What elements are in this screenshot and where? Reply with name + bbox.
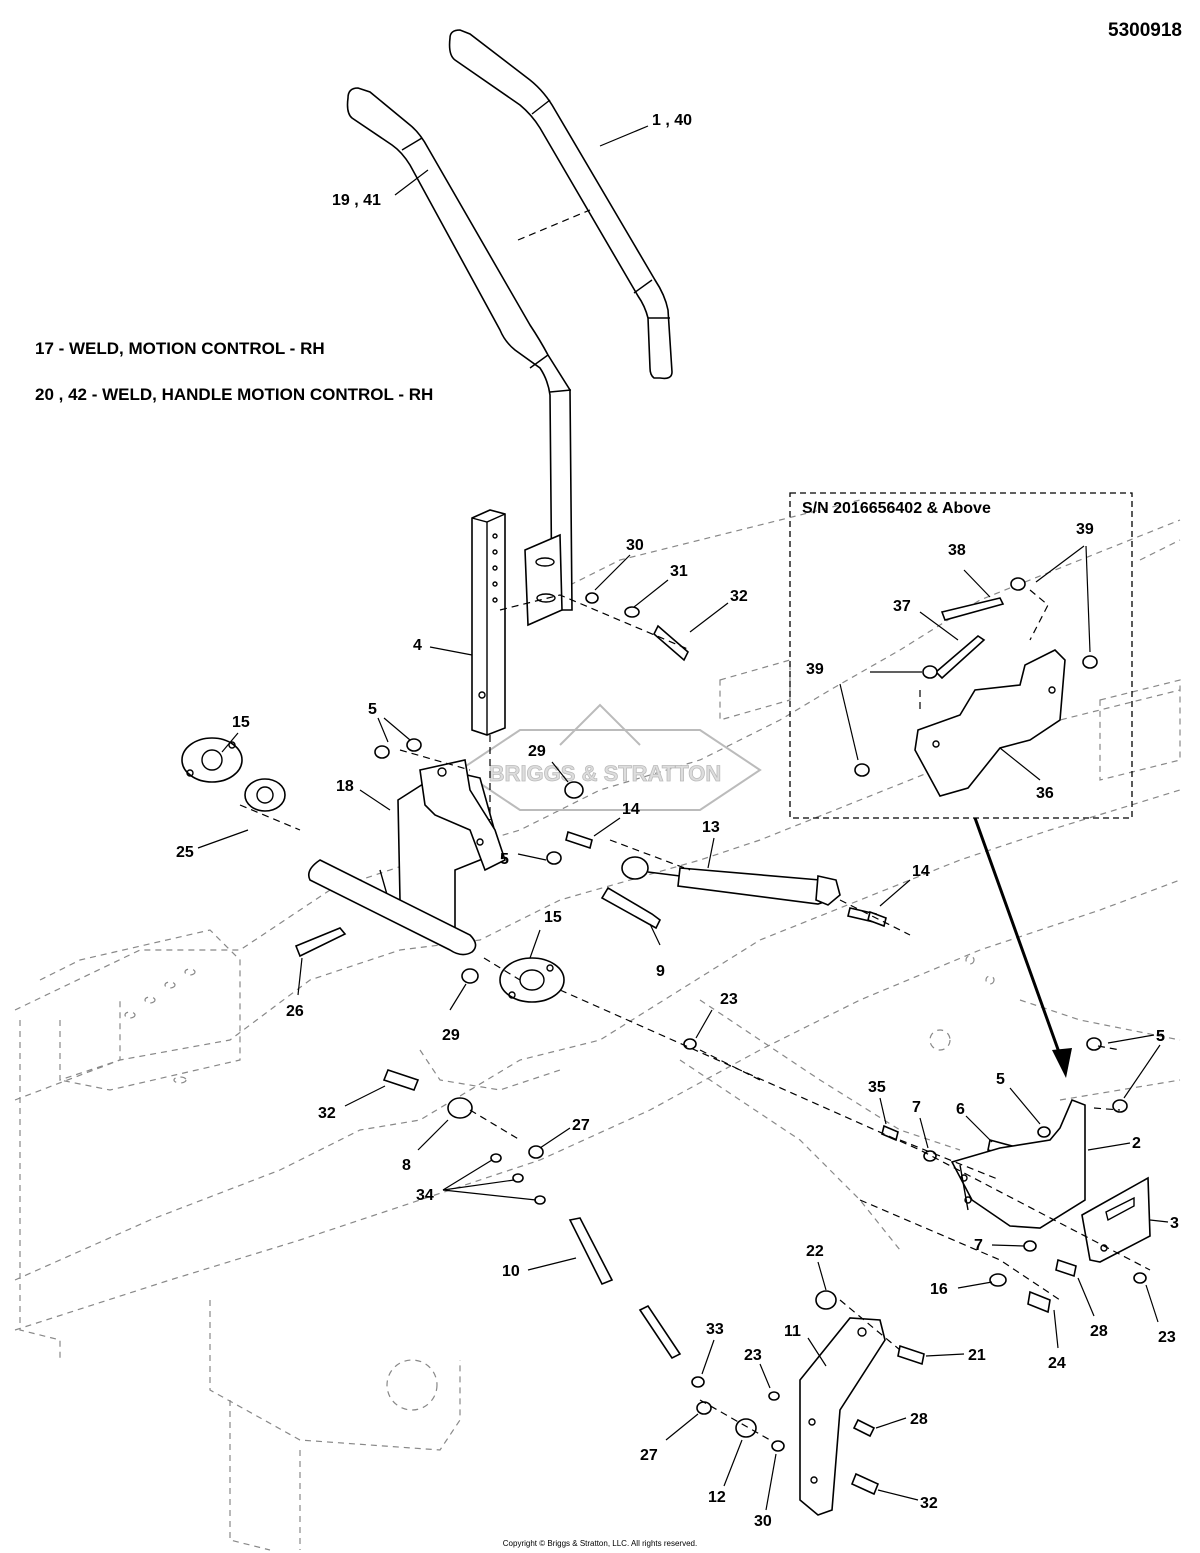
serial-number-inset: S/N 2016656402 & Above <box>789 492 1133 1078</box>
bracket-part-18 <box>379 759 506 941</box>
document-number: 5300918 <box>1108 20 1182 41</box>
assembly-lines <box>239 594 1151 1441</box>
note-weld-motion-control: 17 - WELD, MOTION CONTROL - RH <box>35 339 325 358</box>
bracket-part-3 <box>1081 1176 1151 1263</box>
callout-label: 23 <box>1158 1329 1176 1346</box>
callout-label: 33 <box>706 1321 724 1338</box>
leader-lines <box>197 125 1169 1511</box>
callout-label: 23 <box>720 991 738 1008</box>
callout-label: 30 <box>754 1513 772 1530</box>
brand-watermark: BRIGGS & STRATTON <box>458 703 762 811</box>
callout-label: 38 <box>948 542 966 559</box>
callout-label: 39 <box>806 661 824 678</box>
callout-label: 15 <box>544 909 562 926</box>
callout-label: 4 <box>413 637 422 654</box>
note-weld-handle-motion-control: 20 , 42 - WELD, HANDLE MOTION CONTROL - … <box>35 385 433 404</box>
callout-label: 3 <box>1170 1215 1179 1232</box>
callout-label: 29 <box>442 1027 460 1044</box>
callout-label: 14 <box>912 863 930 880</box>
callout-label: 11 <box>784 1323 801 1340</box>
callout-label: 27 <box>640 1447 658 1464</box>
callout-label: 36 <box>1036 785 1054 802</box>
callout-label: 24 <box>1048 1355 1066 1372</box>
callout-label: 32 <box>920 1495 938 1512</box>
callout-label: 37 <box>893 598 911 615</box>
callout-label: 21 <box>968 1347 986 1364</box>
callout-label: 12 <box>708 1489 726 1506</box>
mower-frame <box>14 499 1181 1551</box>
callout-label: 28 <box>910 1411 928 1428</box>
callout-label: 6 <box>956 1101 965 1118</box>
inset-title: S/N 2016656402 & Above <box>802 500 991 517</box>
shaft-assembly <box>181 737 565 1003</box>
callout-label: 27 <box>572 1117 590 1134</box>
callout-label: 13 <box>702 819 720 836</box>
callout-label: 5 <box>368 701 377 718</box>
copyright-notice: Copyright © Briggs & Stratton, LLC. All … <box>503 1539 697 1548</box>
bracket-part-11 <box>799 1317 886 1516</box>
callout-label: 23 <box>744 1347 762 1364</box>
callout-label: 31 <box>670 563 688 580</box>
watermark-text: BRIGGS & STRATTON <box>489 761 722 786</box>
callout-label: 7 <box>912 1099 921 1116</box>
callout-label: 19 , 41 <box>332 192 381 209</box>
callout-label: 34 <box>416 1187 434 1204</box>
callout-label: 18 <box>336 778 354 795</box>
callout-label: 22 <box>806 1243 824 1260</box>
callout-label: 26 <box>286 1003 304 1020</box>
callout-label: 35 <box>868 1079 886 1096</box>
callout-label: 10 <box>502 1263 520 1280</box>
callout-label: 39 <box>1076 521 1094 538</box>
callout-label: 1 , 40 <box>652 112 692 129</box>
callout-label: 32 <box>318 1105 336 1122</box>
callout-label: 15 <box>232 714 250 731</box>
callout-label: 29 <box>528 743 546 760</box>
callout-label: 30 <box>626 537 644 554</box>
callout-label: 16 <box>930 1281 948 1298</box>
callout-label: 9 <box>656 963 665 980</box>
callout-label: 14 <box>622 801 640 818</box>
callout-label: 25 <box>176 844 194 861</box>
callout-label: 5 <box>500 851 509 868</box>
callout-label: 5 <box>1156 1028 1165 1045</box>
damper-part-13 <box>621 856 841 906</box>
callout-label: 7 <box>974 1237 983 1254</box>
callout-labels: 1 , 40 19 , 41 30 31 32 4 15 5 29 18 14 … <box>176 112 1179 1530</box>
bracket-part-2 <box>950 1098 1086 1229</box>
callout-label: 8 <box>402 1157 411 1174</box>
callout-label: 5 <box>996 1071 1005 1088</box>
bar-part-4 <box>471 509 506 736</box>
callout-label: 28 <box>1090 1323 1108 1340</box>
handle-part-19 <box>346 87 591 627</box>
callout-label: 32 <box>730 588 748 605</box>
handle-part-1 <box>448 29 673 380</box>
callout-label: 2 <box>1132 1135 1141 1152</box>
callout-label: 5 <box>1156 1028 1165 1045</box>
